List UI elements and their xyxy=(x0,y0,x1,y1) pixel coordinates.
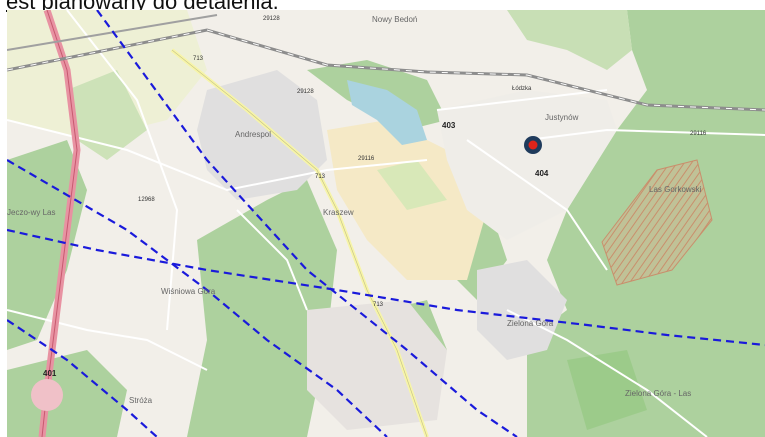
road-label-403: 403 xyxy=(442,121,456,130)
forest-west xyxy=(7,140,87,350)
residential-andrespol xyxy=(197,70,327,200)
protected-area-las-gorkowski xyxy=(601,159,713,286)
road-label-713b: 713 xyxy=(315,174,326,180)
road-label-12968: 12968 xyxy=(138,197,155,203)
caption-text: est planowany do detalenia. xyxy=(6,0,279,13)
residential-justynow xyxy=(437,90,617,240)
forest-northeast xyxy=(507,10,632,70)
forest-south xyxy=(187,180,337,437)
road-label-404: 404 xyxy=(535,169,549,178)
power-lines xyxy=(7,10,765,437)
map-canvas[interactable]: Nowy Bedoń Andrespol Justynów Łódzka Kra… xyxy=(7,10,765,437)
label-andrespol: Andrespol xyxy=(235,130,271,139)
road-label-29128b: 29128 xyxy=(297,89,314,95)
label-stroza: Stróża xyxy=(129,396,153,405)
marker-dot xyxy=(528,140,538,150)
label-kraszew: Kraszew xyxy=(323,208,354,217)
map-view[interactable]: Nowy Bedoń Andrespol Justynów Łódzka Kra… xyxy=(7,10,765,437)
grass-in-sand xyxy=(377,160,447,210)
residential-zielona xyxy=(477,260,567,360)
label-lodzka: Łódzka xyxy=(512,86,532,92)
field-patch-nw xyxy=(67,70,147,160)
label-nowy-bedon: Nowy Bedoń xyxy=(372,15,417,24)
label-zielona-gora: Zielona Góra xyxy=(507,319,554,328)
location-marker[interactable] xyxy=(524,136,542,154)
forest-southwest xyxy=(7,350,127,437)
motorway-junction xyxy=(31,379,63,411)
road-label-713c: 713 xyxy=(373,302,384,308)
road-label-29116: 29116 xyxy=(690,131,707,137)
road-label-401: 401 xyxy=(43,369,57,378)
road-label-29116b: 29116 xyxy=(358,156,375,162)
label-las-gorkowski: Las Gorkowski xyxy=(649,185,702,194)
minor-roads xyxy=(7,10,765,437)
label-jeczo-wy-las: Jeczo-wy Las xyxy=(7,208,55,217)
water-body xyxy=(347,80,427,145)
label-wisniowa-gora: Wiśniowa Góra xyxy=(161,287,216,296)
label-zielona-gora-las: Zielona Góra - Las xyxy=(625,389,691,398)
road-label-713: 713 xyxy=(193,56,204,62)
forest-patch-3 xyxy=(567,350,647,430)
road-label-29128: 29128 xyxy=(263,16,280,22)
label-justynow: Justynów xyxy=(545,113,579,122)
